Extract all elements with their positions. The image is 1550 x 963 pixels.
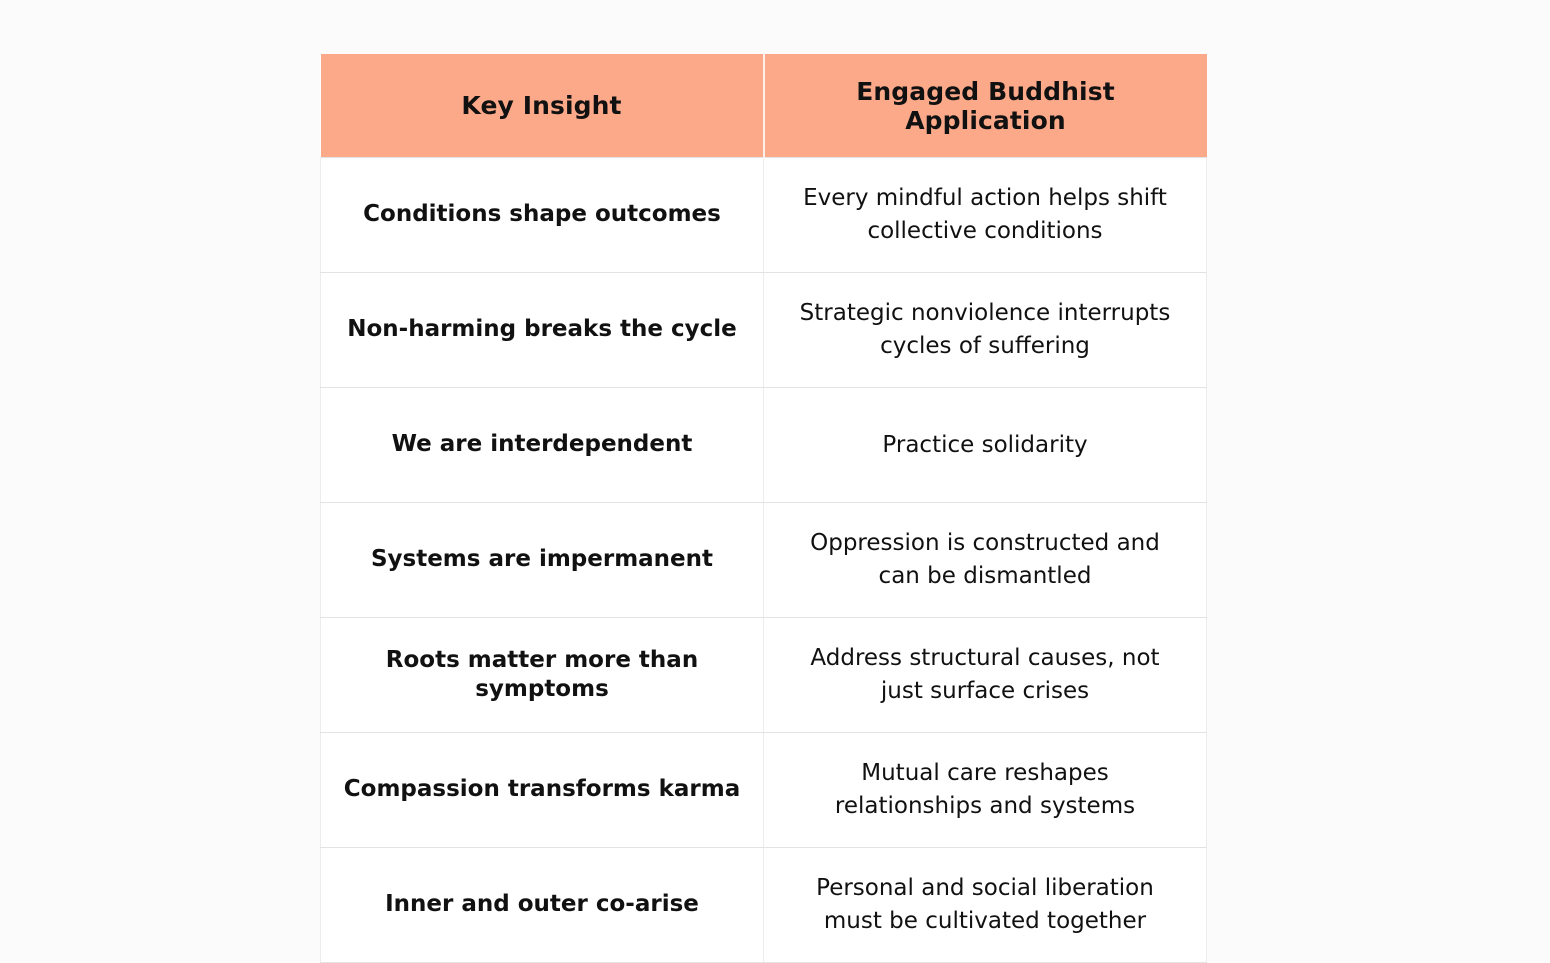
column-header-key-insight: Key Insight (320, 54, 765, 158)
table-row: Non-harming breaks the cycle Strategic n… (320, 272, 1207, 388)
cell-key-insight: Non-harming breaks the cycle (320, 272, 764, 388)
cell-key-insight: Compassion transforms karma (320, 732, 764, 848)
table-body: Conditions shape outcomes Every mindful … (320, 157, 1207, 963)
cell-key-insight: Systems are impermanent (320, 502, 764, 618)
table-row: Compassion transforms karma Mutual care … (320, 732, 1207, 848)
cell-application: Oppression is constructed and can be dis… (763, 502, 1207, 618)
cell-key-insight: Inner and outer co-arise (320, 847, 764, 963)
insight-table-container: Key Insight Engaged Buddhist Application… (320, 54, 1207, 963)
cell-application: Practice solidarity (763, 387, 1207, 503)
cell-key-insight: Roots matter more than symptoms (320, 617, 764, 733)
table-row: Inner and outer co-arise Personal and so… (320, 847, 1207, 963)
table-row: Roots matter more than symptoms Address … (320, 617, 1207, 733)
cell-application: Every mindful action helps shift collect… (763, 157, 1207, 273)
table-header: Key Insight Engaged Buddhist Application (320, 54, 1207, 158)
table-row: We are interdependent Practice solidarit… (320, 387, 1207, 503)
table-row: Conditions shape outcomes Every mindful … (320, 157, 1207, 273)
cell-application: Personal and social liberation must be c… (763, 847, 1207, 963)
cell-application: Strategic nonviolence interrupts cycles … (763, 272, 1207, 388)
table-header-row: Key Insight Engaged Buddhist Application (320, 54, 1207, 158)
cell-application: Address structural causes, not just surf… (763, 617, 1207, 733)
cell-key-insight: Conditions shape outcomes (320, 157, 764, 273)
table-row: Systems are impermanent Oppression is co… (320, 502, 1207, 618)
page-root: Key Insight Engaged Buddhist Application… (320, 54, 1207, 963)
key-insight-table: Key Insight Engaged Buddhist Application… (320, 54, 1207, 963)
cell-application: Mutual care reshapes relationships and s… (763, 732, 1207, 848)
column-header-engaged-buddhist-application: Engaged Buddhist Application (763, 54, 1207, 158)
cell-key-insight: We are interdependent (320, 387, 764, 503)
